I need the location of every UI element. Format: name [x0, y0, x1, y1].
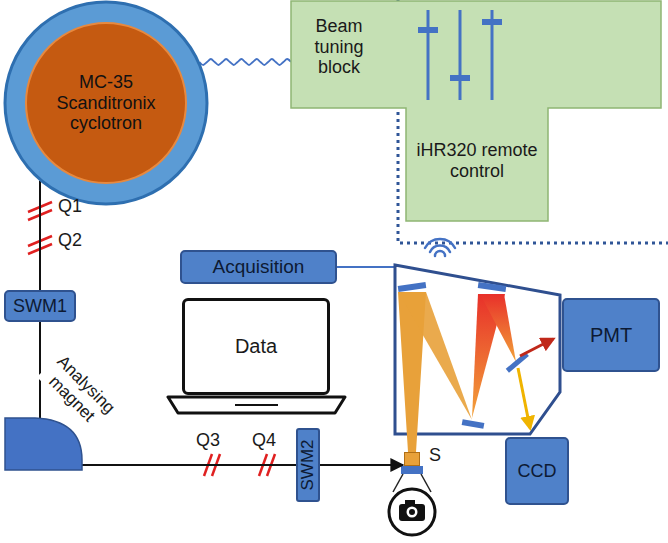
analysing-magnet: Analysing magnet — [5, 398, 83, 470]
magnet-label: Q1 — [58, 196, 82, 217]
slider-symbol — [418, 10, 502, 100]
pmt-detector: PMT — [562, 298, 660, 372]
node-label: PMT — [590, 324, 632, 347]
node-label: SWM1 — [13, 296, 67, 317]
node-label: Acquisition — [213, 256, 305, 278]
node-label: Data — [235, 335, 277, 358]
wire-monitor: SWM2 — [296, 428, 320, 502]
sample-target: S — [404, 452, 420, 466]
cyclotron: MC-35 Scanditronix cyclotron — [3, 0, 209, 206]
target-holder — [401, 466, 423, 474]
camera-symbol — [389, 474, 435, 535]
ccd-camera: CCD — [505, 437, 569, 505]
magnet-label: Q3 — [196, 430, 220, 451]
beam-line — [39, 322, 41, 418]
pmt-light-arrow — [520, 339, 553, 356]
beam-line — [39, 181, 41, 290]
node-label: CCD — [518, 461, 557, 482]
laptop-screen: Data — [182, 298, 330, 395]
beam-line — [82, 464, 296, 466]
laptop-base — [168, 397, 345, 413]
node-label: MC-35 Scanditronix cyclotron — [44, 72, 168, 134]
collimated-beam — [398, 292, 472, 420]
acquisition-box: Acquisition — [180, 250, 337, 284]
node-label: S — [429, 445, 441, 466]
control-block: Beam tuning block iHR320 remote control — [290, 0, 662, 222]
ccd-light-arrow — [518, 368, 530, 428]
mirror-symbol — [398, 282, 529, 429]
control-cable — [199, 59, 291, 65]
focused-beam — [480, 294, 516, 362]
magnet-label: Q4 — [252, 430, 276, 451]
wire-monitor: SWM1 — [4, 290, 76, 322]
beam-line — [320, 464, 403, 466]
node-label: SWM2 — [298, 440, 318, 491]
acquisition-cable — [337, 266, 396, 268]
node-label: iHR320 remote control — [410, 140, 544, 181]
magnet-label: Q2 — [58, 230, 82, 251]
node-label: Beam tuning block — [296, 16, 382, 78]
wireless-symbol — [425, 239, 455, 256]
